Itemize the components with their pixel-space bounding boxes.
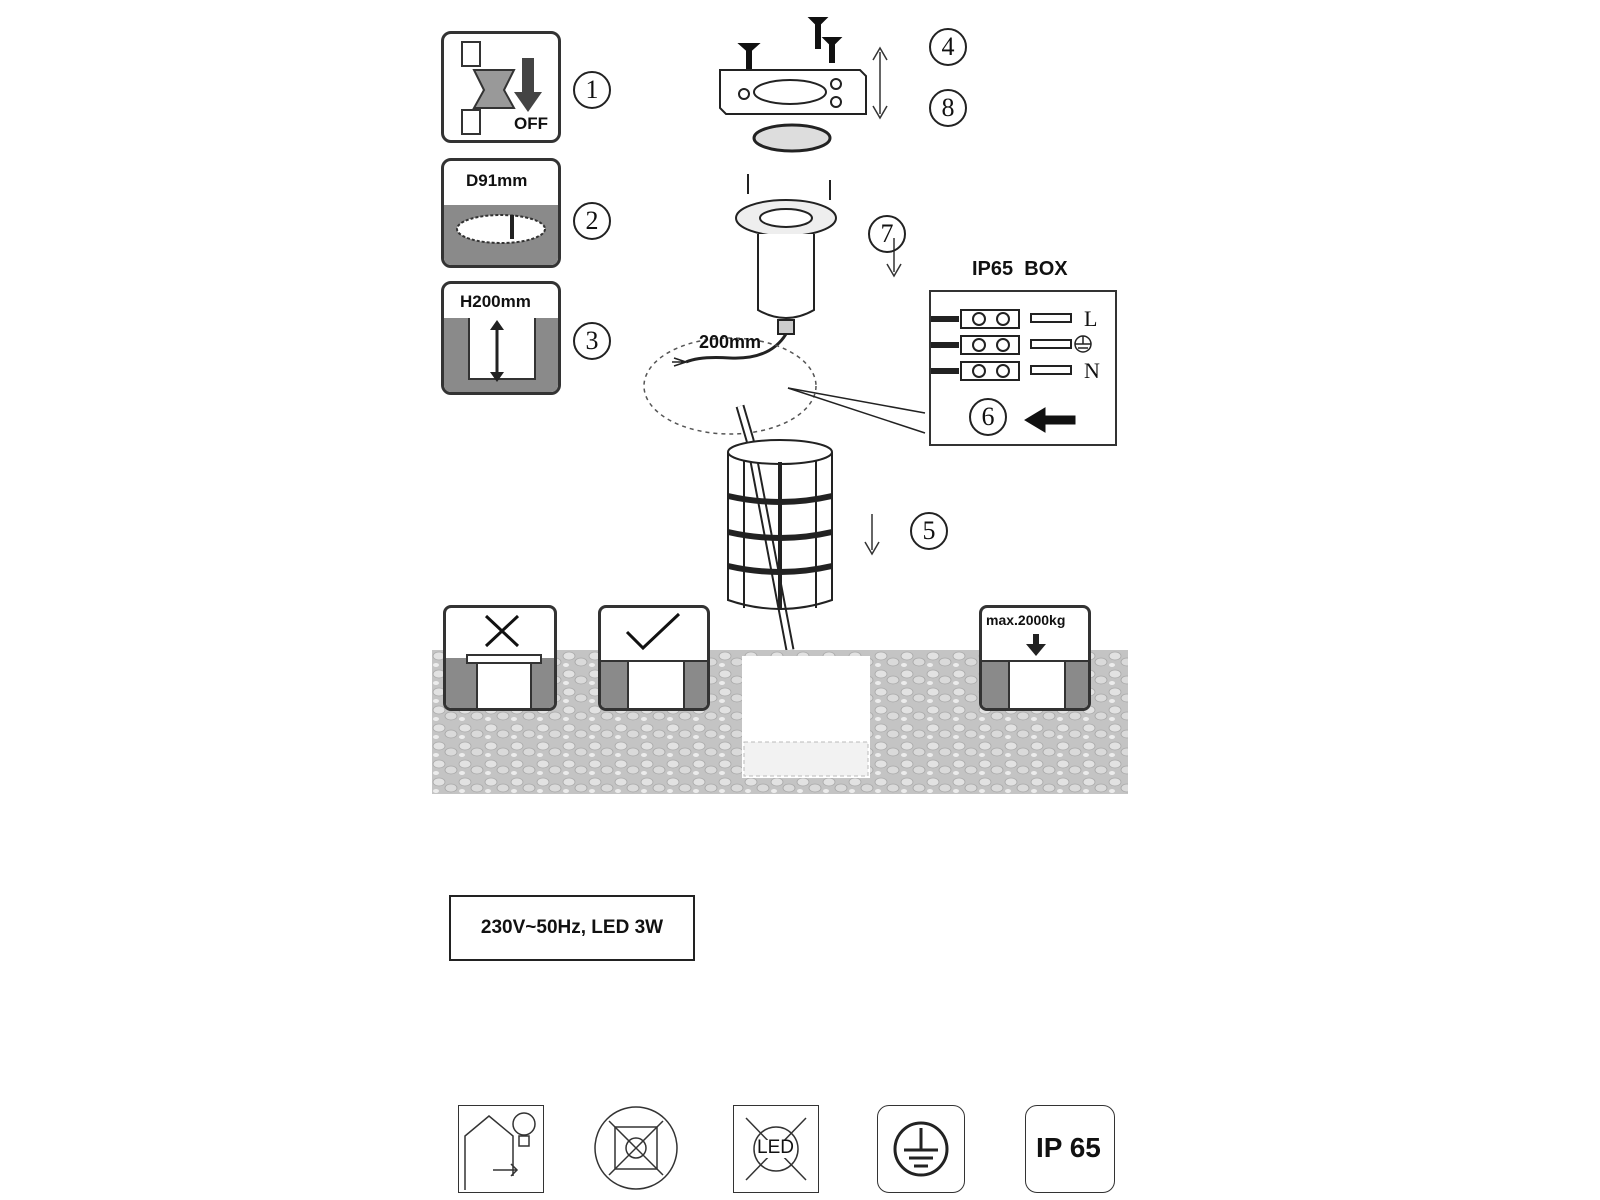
load-panel-lid [982,656,1088,662]
terminal-block-icon [931,309,1092,433]
lamp-body [735,199,837,335]
step-number-5: 5 [910,512,948,550]
connection-zone [643,337,817,435]
height-label: H200mm [460,292,531,311]
step-number-6: 6 [969,398,1007,436]
correct-install-panel [598,605,710,711]
spec-box: 230V~50Hz, LED 3W [449,895,695,961]
wrong-install-panel [443,605,557,711]
step-number-2: 2 [573,202,611,240]
led-symbol: LED [733,1105,819,1193]
max-load-label: max.2000kg [986,612,1066,628]
earth-symbol [877,1105,965,1193]
no-cover-symbol [593,1105,679,1191]
off-label: OFF [514,114,548,133]
exploded-assembly-drawing [643,17,926,650]
direction-arrows [864,46,902,556]
protective-earth-icon [893,1121,949,1177]
no-insulation-icon [594,1106,678,1190]
ip-rating-label: IP 65 [1036,1132,1101,1163]
load-panel: max.2000kg [979,605,1091,711]
step-1-panel: OFF [441,31,561,143]
height-arrow-icon [490,320,504,382]
cable-length-label: 200mm [699,332,762,352]
step-number-3: 3 [573,322,611,360]
ground-sleeve [727,439,833,610]
wrong-panel-lid [466,654,542,664]
ip-box-title: IP65 BOX [972,258,1068,280]
led-label: LED [757,1137,794,1158]
indoor-outdoor-symbol [458,1105,544,1193]
cross-icon [484,614,520,648]
step-number-8: 8 [929,89,967,127]
load-arrow-icon [1026,634,1046,656]
earth-symbol-icon [1074,335,1092,353]
step-number-1: 1 [573,71,611,109]
terminal-l-label: L [1084,306,1098,331]
step-3-panel: H200mm [441,281,561,395]
small-screws [747,174,831,200]
switch-off-icon [461,41,542,135]
ip65-box: L N 6 [929,290,1117,446]
led-replace-icon [745,1117,807,1181]
step-number-4: 4 [929,28,967,66]
correct-panel-lid [601,656,707,662]
wrong-panel-hole [476,660,532,708]
step-number-7: 7 [868,215,906,253]
cover-plate [719,69,867,115]
check-icon [625,612,681,651]
terminal-n-label: N [1084,358,1100,383]
gasket-ring [752,123,832,153]
panel-3-hole [468,318,536,380]
correct-panel-hole [627,660,685,708]
house-lamp-icon [464,1112,536,1190]
load-panel-hole [1008,660,1066,708]
diameter-label: D91mm [466,171,528,190]
drill-hole-icon [456,214,546,244]
step-2-panel: D91mm [441,158,561,268]
lamp-cable [685,333,788,364]
ip65-symbol: IP 65 [1025,1105,1115,1193]
top-screws [737,17,843,69]
